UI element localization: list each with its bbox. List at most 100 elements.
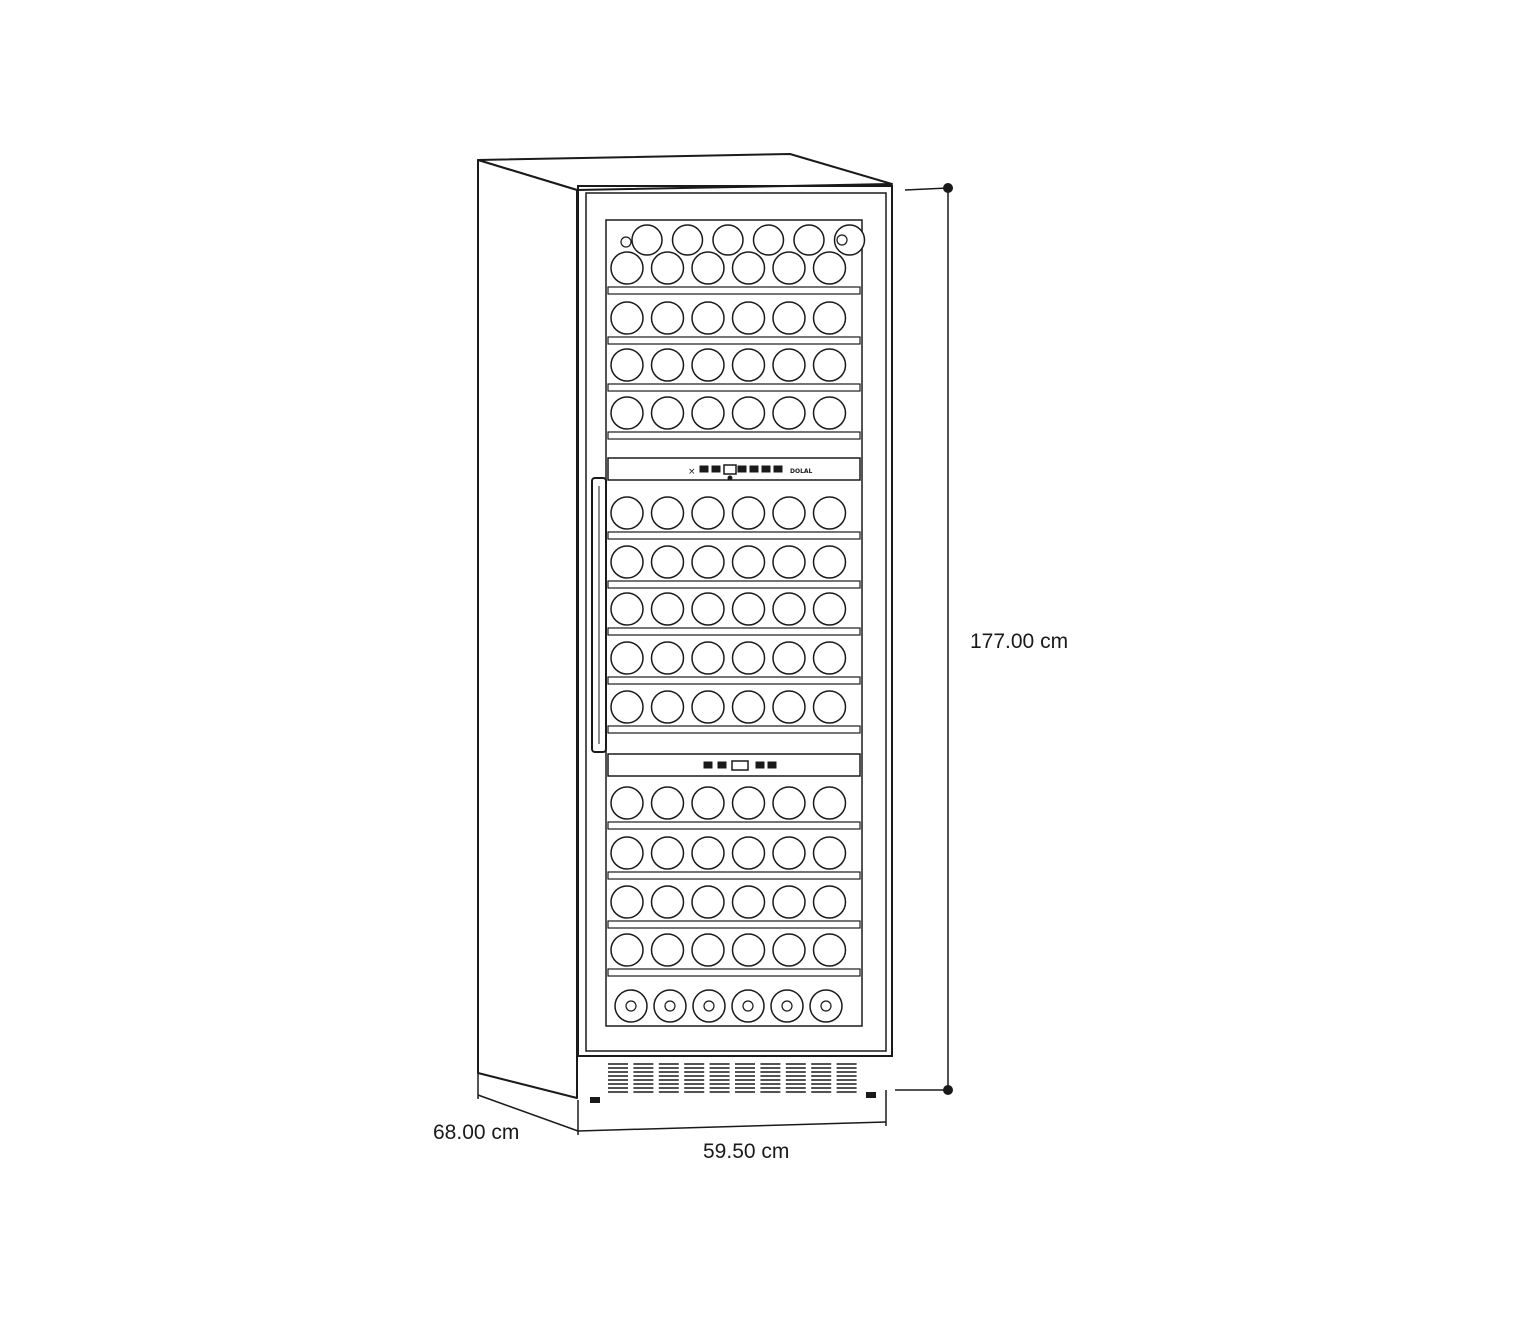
bottle <box>650 690 685 724</box>
bottle <box>781 1000 793 1012</box>
bottle <box>820 1000 832 1012</box>
bottle <box>836 234 848 246</box>
bottle <box>610 933 644 967</box>
bottle <box>610 641 644 675</box>
bottle <box>772 786 806 820</box>
bottle <box>731 545 766 579</box>
dimension-lines <box>477 183 953 1135</box>
door-frame-outer <box>577 185 893 1057</box>
bottle <box>664 1000 676 1012</box>
bottle <box>610 348 644 382</box>
bottle <box>691 836 725 870</box>
bottle <box>772 592 806 626</box>
bottle <box>812 786 847 820</box>
bottle <box>650 592 685 626</box>
width-dimension-line <box>577 1121 887 1132</box>
height-dimension-top-dot <box>943 183 953 193</box>
bottle <box>691 496 725 530</box>
bottle <box>812 301 847 335</box>
bottle <box>610 592 644 626</box>
bottle <box>812 933 847 967</box>
control-panel-lower <box>607 753 861 777</box>
bottle <box>691 641 725 675</box>
bottle <box>812 690 847 724</box>
bottle <box>691 348 725 382</box>
bottle <box>731 690 766 724</box>
bottle <box>610 496 644 530</box>
feet <box>590 1092 876 1103</box>
bottle <box>772 396 806 430</box>
shelf <box>607 871 861 880</box>
bottle <box>731 933 766 967</box>
bottle <box>731 786 766 820</box>
bottle <box>772 545 806 579</box>
shelf <box>607 627 861 636</box>
bottle <box>712 224 744 256</box>
bottle <box>610 301 644 335</box>
bottle <box>772 496 806 530</box>
height-dimension-label: 177.00 cm <box>970 630 1069 653</box>
bottle <box>812 641 847 675</box>
bottle <box>812 545 847 579</box>
door <box>577 185 893 1057</box>
bottle <box>731 496 766 530</box>
bottle <box>772 836 806 870</box>
bottle <box>650 885 685 919</box>
bottle <box>691 592 725 626</box>
bottle <box>793 224 825 256</box>
bottle <box>691 786 725 820</box>
depth-dimension-line <box>477 1094 579 1132</box>
bottle <box>812 396 847 430</box>
control-panel-upper: × DOLAL <box>607 457 861 481</box>
bottle <box>610 396 644 430</box>
bottle <box>610 690 644 724</box>
bottle <box>812 496 847 530</box>
depth-dimension-label: 68.00 cm <box>433 1121 520 1144</box>
bottle <box>691 251 725 285</box>
shelves-group <box>607 224 866 1023</box>
shelf <box>607 531 861 540</box>
shelf <box>607 968 861 977</box>
bottle <box>610 885 644 919</box>
bottle <box>691 396 725 430</box>
bottle <box>812 348 847 382</box>
bottle <box>650 545 685 579</box>
bottle <box>650 301 685 335</box>
bottle <box>731 348 766 382</box>
bottle <box>772 348 806 382</box>
shelf <box>607 580 861 589</box>
bottle <box>610 545 644 579</box>
bottle <box>610 786 644 820</box>
bottle <box>742 1000 754 1012</box>
bottle <box>731 885 766 919</box>
bottle <box>703 1000 715 1012</box>
height-dimension-bottom-dot <box>943 1085 953 1095</box>
shelf <box>607 676 861 685</box>
bottle <box>650 396 685 430</box>
bottle <box>812 592 847 626</box>
bottle <box>650 641 685 675</box>
bottle <box>731 251 766 285</box>
bottle <box>731 641 766 675</box>
bottle <box>731 592 766 626</box>
bottle <box>752 224 785 256</box>
bottle <box>691 301 725 335</box>
width-dimension-label: 59.50 cm <box>703 1140 790 1163</box>
bottle <box>691 690 725 724</box>
bottle <box>650 251 685 285</box>
bottle <box>772 690 806 724</box>
bottle <box>650 786 685 820</box>
bottle <box>772 251 806 285</box>
bottle <box>691 885 725 919</box>
bottle <box>812 885 847 919</box>
shelf <box>607 821 861 830</box>
bottle <box>772 641 806 675</box>
panel-display-text: DOLAL <box>790 468 813 475</box>
bottle <box>772 885 806 919</box>
shelf <box>607 336 861 345</box>
bottle <box>731 301 766 335</box>
bottle <box>610 251 644 285</box>
bottle <box>691 933 725 967</box>
